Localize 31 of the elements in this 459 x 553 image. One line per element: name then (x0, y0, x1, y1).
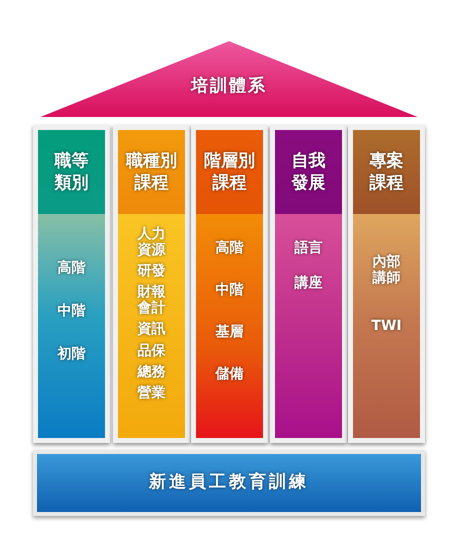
course-item: 初階 (58, 346, 86, 362)
course-item: 高階 (216, 240, 244, 256)
pillar-heading: 階層別課程 (203, 150, 256, 194)
course-item: 資訊 (138, 321, 166, 338)
course-item: 語言 (294, 240, 322, 256)
pillar-heading: 職等類別 (53, 150, 90, 194)
course-item: 高階 (58, 260, 86, 276)
course-item: 品保 (138, 342, 166, 359)
roof-title: 培訓體系 (189, 75, 268, 98)
pillar-column (113, 125, 190, 443)
course-item: 財報會計 (136, 284, 166, 316)
course-item: 研發 (138, 263, 166, 280)
course-item: TWI (371, 318, 402, 334)
pillar-heading: 自我發展 (290, 150, 326, 194)
pillar-column (270, 125, 347, 443)
course-item: 總務 (138, 364, 166, 380)
course-item: 營業 (138, 384, 166, 401)
course-item: 內部講師 (371, 254, 402, 286)
course-item: 中階 (58, 303, 86, 320)
foundation-block (33, 450, 425, 516)
course-item: 基層 (216, 324, 244, 340)
pillar-column (33, 125, 110, 443)
course-item: 講座 (294, 275, 322, 292)
course-item: 儲備 (216, 366, 244, 382)
course-item: 中階 (216, 282, 244, 298)
course-item: 人力資源 (136, 226, 167, 258)
pillar-column (191, 125, 268, 443)
pillar-column (348, 125, 425, 443)
pillar-heading: 專案課程 (368, 150, 404, 194)
foundation-label: 新進員工教育訓練 (149, 471, 309, 494)
pillar-heading: 職種別課程 (124, 150, 178, 194)
